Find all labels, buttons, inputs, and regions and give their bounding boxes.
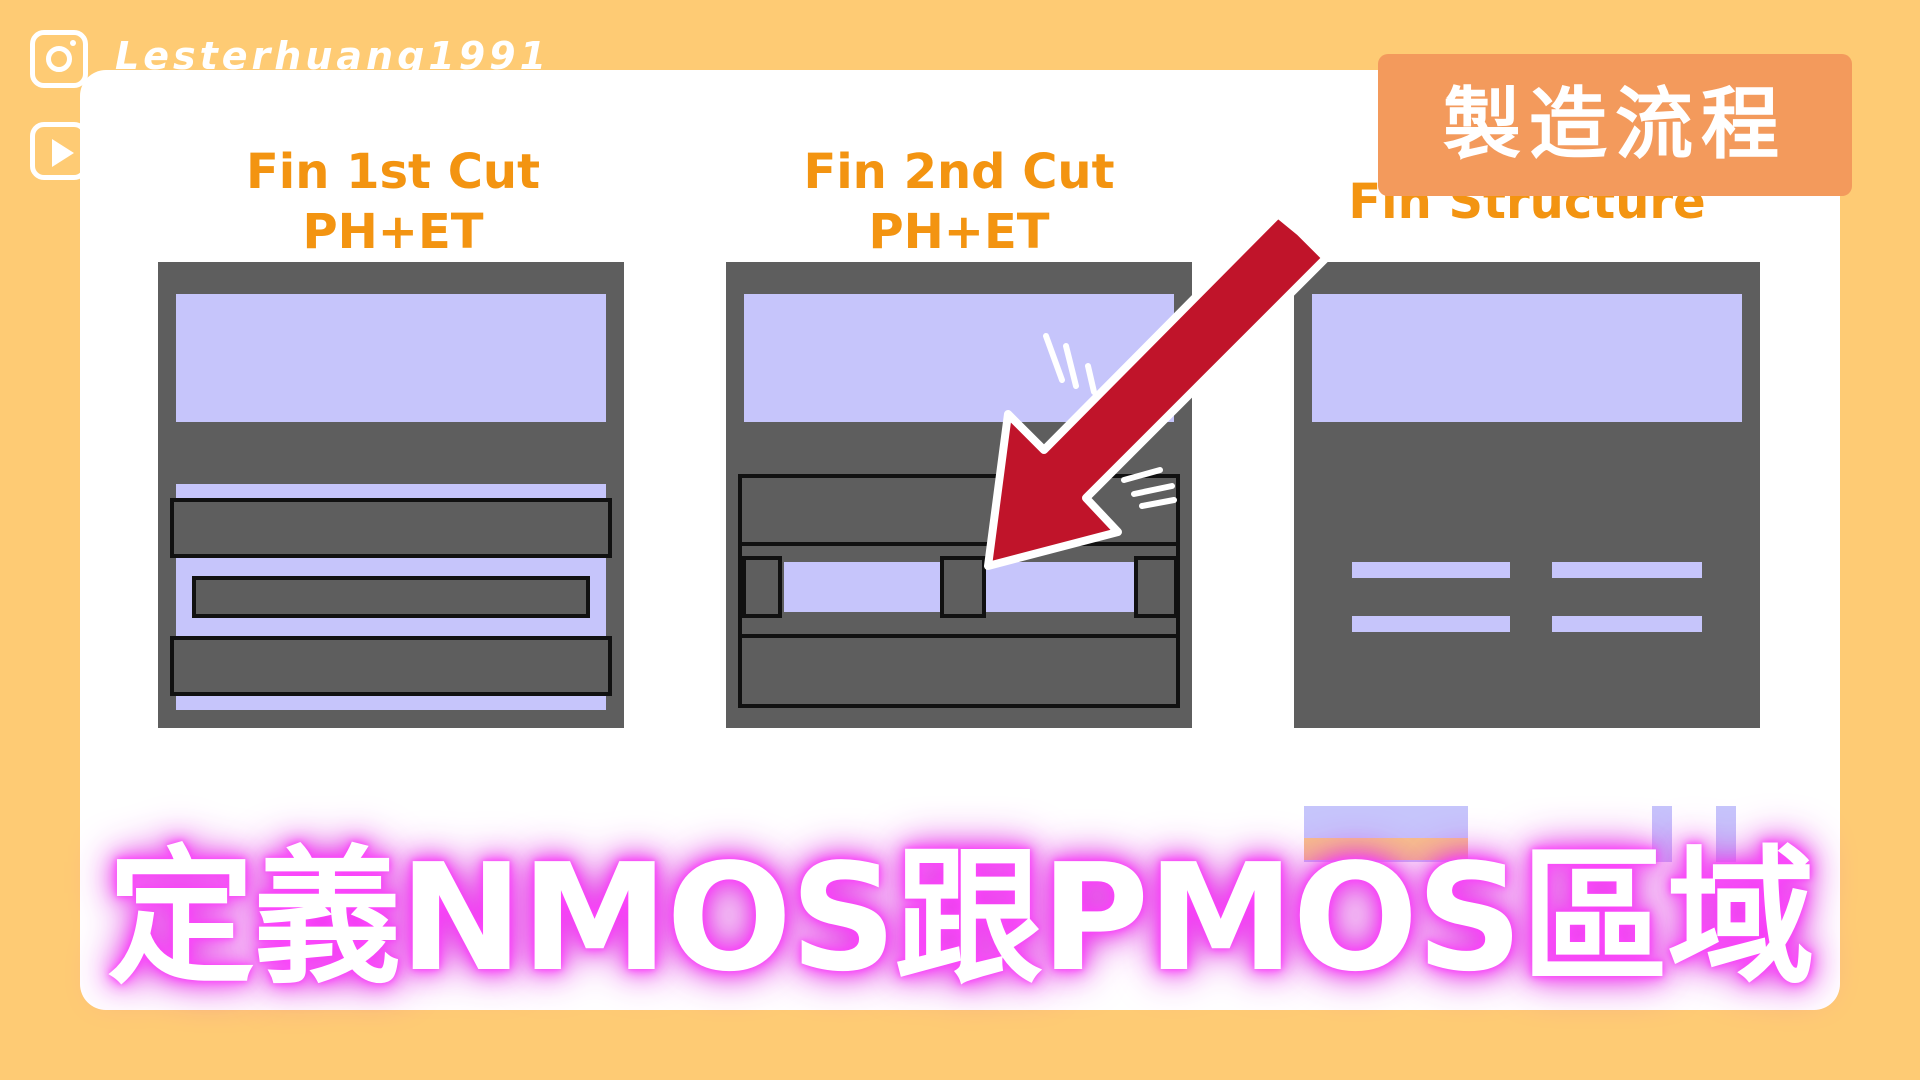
panel-title-fin-1st-cut: Fin 1st Cut PH+ET [158,142,628,262]
instagram-icon [30,30,88,88]
panel-title-line2: PH+ET [868,204,1050,260]
diagram-panel-fin-2nd-cut [726,262,1192,728]
lavender-region [176,294,606,422]
legend-swatch-orange [1304,838,1468,860]
fin-strip [1352,616,1510,632]
fin-strip [986,562,1134,612]
lavender-region [1312,294,1742,422]
cut-mask-bar [170,498,612,558]
lavender-region [744,294,1174,422]
legend-swatch-lavender [1652,806,1672,862]
cut-mask-bar [940,556,986,618]
cut-mask-bar [170,636,612,696]
diagram-panel-fin-structure [1294,262,1760,728]
cut-mask-bar [1134,556,1178,618]
fin-strip [784,562,940,612]
panel-title-fin-2nd-cut: Fin 2nd Cut PH+ET [724,142,1194,262]
fin-strip [1552,562,1702,578]
cut-mask-bar [192,576,590,618]
panel-title-line2: PH+ET [302,204,484,260]
process-badge: 製造流程 [1378,54,1852,196]
legend-swatch-lavender [1716,806,1736,862]
panel-title-line1: Fin 2nd Cut [803,144,1115,200]
fin-strip [1352,562,1510,578]
diagram-panel-fin-1st-cut [158,262,624,728]
cut-mask-bar [742,556,782,618]
cut-mask-bar [738,474,1180,546]
panel-title-line1: Fin 1st Cut [245,144,541,200]
subtitle-caption: 定義NMOS跟PMOS區域 [107,832,1815,1004]
fin-strip [1552,616,1702,632]
cut-mask-bar [738,634,1180,708]
